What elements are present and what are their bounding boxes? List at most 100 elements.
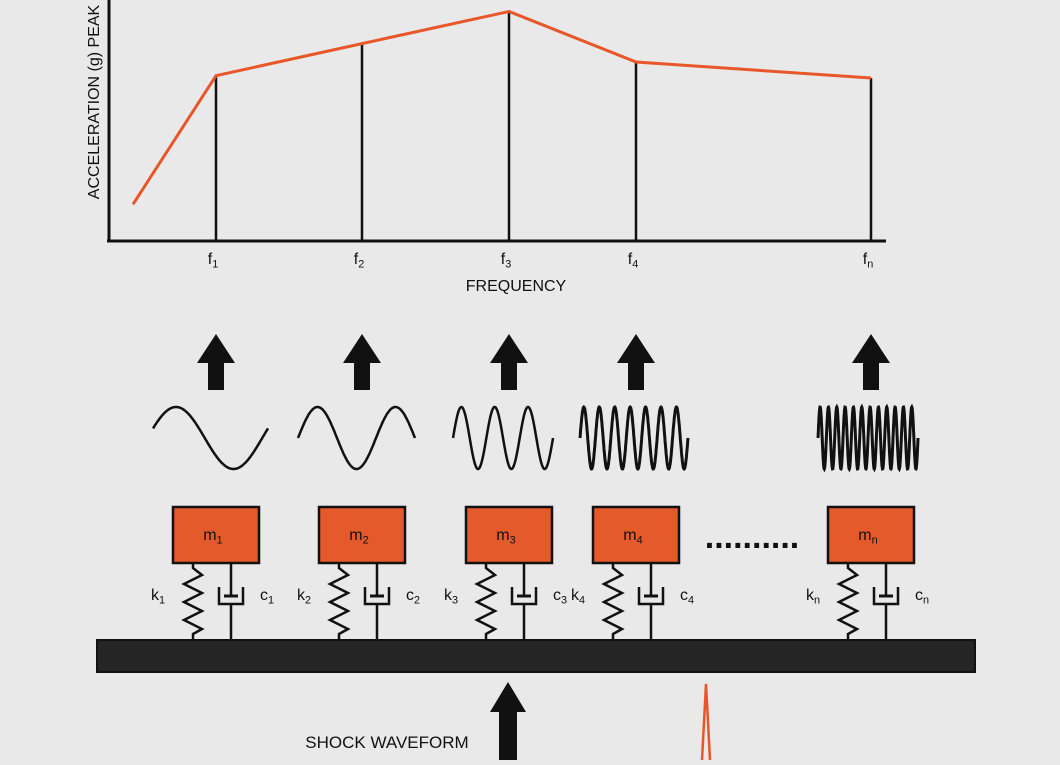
- frequency-tick-label-sub: n: [867, 259, 873, 271]
- frequency-tick-label-base: f: [863, 251, 868, 268]
- damper-label-sub: 1: [268, 595, 274, 607]
- response-wave-icon: [152, 405, 270, 471]
- up-arrow-icon: [852, 334, 890, 390]
- spring-icon: [836, 563, 860, 640]
- frequency-tick-label-sub: 3: [505, 259, 511, 271]
- damper-label-sub: 3: [561, 595, 567, 607]
- damper-label-base: c: [553, 587, 561, 604]
- spring-label-base: k: [444, 587, 453, 604]
- x-axis-label: FREQUENCY: [466, 278, 567, 295]
- mass-label-base: m: [623, 527, 636, 544]
- frequency-tick-label-base: f: [501, 251, 506, 268]
- spring-label: k3: [444, 587, 458, 607]
- y-axis-label: ACCELERATION (g) PEAK: [86, 4, 103, 199]
- mass-label-base: m: [496, 527, 509, 544]
- spring-label-sub: 3: [452, 595, 458, 607]
- mass-label-sub: 3: [510, 535, 516, 547]
- up-arrow-icon: [490, 334, 528, 390]
- up-arrow-icon: [490, 682, 526, 760]
- response-wave-icon: [451, 405, 555, 471]
- damper-label-sub: n: [923, 595, 929, 607]
- spring-label-sub: 1: [159, 595, 165, 607]
- frequency-tick-label-base: f: [628, 251, 633, 268]
- mass-label: m3: [496, 527, 515, 547]
- mass-block: [317, 505, 407, 565]
- mass-label-sub: 1: [217, 535, 223, 547]
- spring-icon: [474, 563, 498, 640]
- damper-icon: [217, 563, 245, 640]
- spring-label: k2: [297, 587, 311, 607]
- spring-label-sub: n: [814, 595, 820, 607]
- spring-label-base: k: [806, 587, 815, 604]
- up-arrow-icon: [343, 334, 381, 390]
- base-plate: [96, 639, 976, 673]
- damper-icon: [363, 563, 391, 640]
- mass-label: mn: [858, 527, 877, 547]
- mass-label: m1: [203, 527, 222, 547]
- damper-label-base: c: [915, 587, 923, 604]
- spring-icon: [601, 563, 625, 640]
- mass-block: [591, 505, 681, 565]
- damper-label-base: c: [260, 587, 268, 604]
- mass-label-base: m: [203, 527, 216, 544]
- mass-label-sub: n: [872, 535, 878, 547]
- ellipsis-dots: ..........: [705, 518, 799, 556]
- damper-label-base: c: [406, 587, 414, 604]
- mass-block: [464, 505, 554, 565]
- spring-label: kn: [806, 587, 820, 607]
- frequency-tick-label-sub: 2: [358, 259, 364, 271]
- shock-pulse-icon: [700, 683, 712, 761]
- spring-label-base: k: [297, 587, 306, 604]
- mass-label-base: m: [349, 527, 362, 544]
- response-wave-icon: [296, 405, 417, 471]
- response-wave-icon: [578, 405, 690, 471]
- shock-input-arrow: [490, 682, 526, 760]
- up-arrow-icon: [197, 334, 235, 390]
- damper-label-base: c: [680, 587, 688, 604]
- spring-icon: [181, 563, 205, 640]
- response-wave-icon: [816, 403, 920, 473]
- damper-label: c4: [680, 587, 694, 607]
- spring-label-base: k: [571, 587, 580, 604]
- spring-label: k4: [571, 587, 585, 607]
- spectrum-line: [131, 9, 872, 206]
- spring-label-base: k: [151, 587, 160, 604]
- frequency-tick-label-base: f: [354, 251, 359, 268]
- frequency-tick-label: f4: [628, 251, 639, 271]
- damper-label-sub: 2: [414, 595, 420, 607]
- frequency-tick-label: f3: [501, 251, 512, 271]
- damper-icon: [637, 563, 665, 640]
- frequency-tick-label: fn: [863, 251, 874, 271]
- mass-block: [171, 505, 261, 565]
- damper-icon: [872, 563, 900, 640]
- mass-label-base: m: [858, 527, 871, 544]
- damper-label: c1: [260, 587, 274, 607]
- frequency-tick-label: f1: [208, 251, 219, 271]
- spring-icon: [327, 563, 351, 640]
- shock-waveform-label: SHOCK WAVEFORM: [305, 733, 468, 752]
- frequency-tick-label-base: f: [208, 251, 213, 268]
- mass-block: [826, 505, 916, 565]
- frequency-stems: [214, 11, 873, 241]
- mass-label: m4: [623, 527, 642, 547]
- frequency-tick-label-sub: 1: [212, 259, 218, 271]
- damper-label: c2: [406, 587, 420, 607]
- frequency-tick-label-sub: 4: [632, 259, 638, 271]
- mass-label-sub: 4: [637, 535, 643, 547]
- damper-label: cn: [915, 587, 929, 607]
- frequency-tick-label: f2: [354, 251, 365, 271]
- spring-label-sub: 4: [579, 595, 585, 607]
- mass-label-sub: 2: [363, 535, 369, 547]
- spring-label-sub: 2: [305, 595, 311, 607]
- mass-label: m2: [349, 527, 368, 547]
